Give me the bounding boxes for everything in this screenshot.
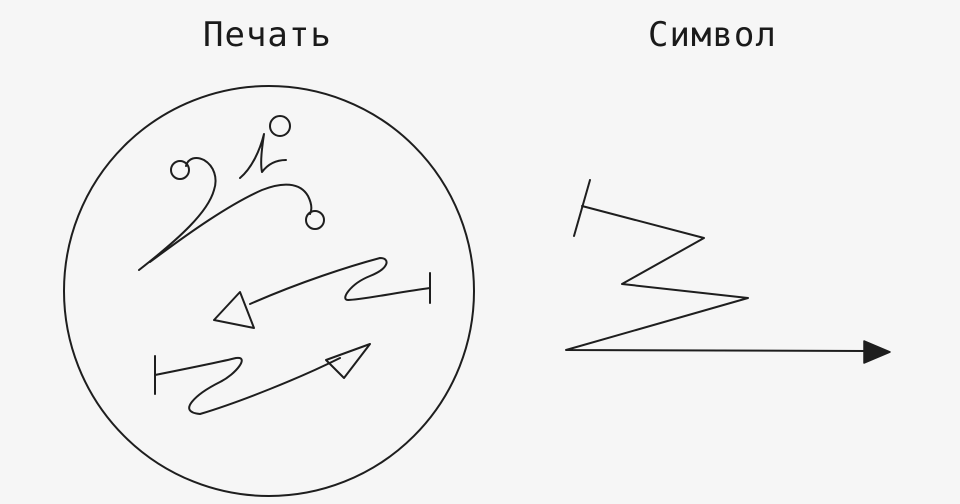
symbol-arrowhead (863, 340, 891, 364)
seal-right-arrow (154, 343, 371, 415)
left-arrow-head (213, 291, 255, 329)
symbol-figure (565, 179, 891, 364)
swash-right-circle (305, 210, 325, 230)
seal-figure (63, 85, 475, 497)
symbol-title: Символ (648, 15, 777, 55)
swash-top-circle (269, 115, 291, 137)
seal-swash-sigil (138, 115, 325, 271)
left-arrow-line (249, 257, 431, 305)
swash-parallel-stroke (149, 183, 313, 263)
seal-title: Печать (203, 15, 332, 55)
symbol-start-bar (573, 179, 591, 237)
right-arrow-head (325, 343, 371, 379)
swash-left-circle (170, 160, 190, 180)
seal-circle (63, 85, 475, 497)
swash-long-stroke (138, 157, 217, 271)
swash-hook-stroke (239, 133, 287, 179)
seal-left-arrow (213, 257, 431, 329)
right-arrow-line (154, 356, 341, 415)
symbol-zigzag-line (565, 205, 867, 352)
